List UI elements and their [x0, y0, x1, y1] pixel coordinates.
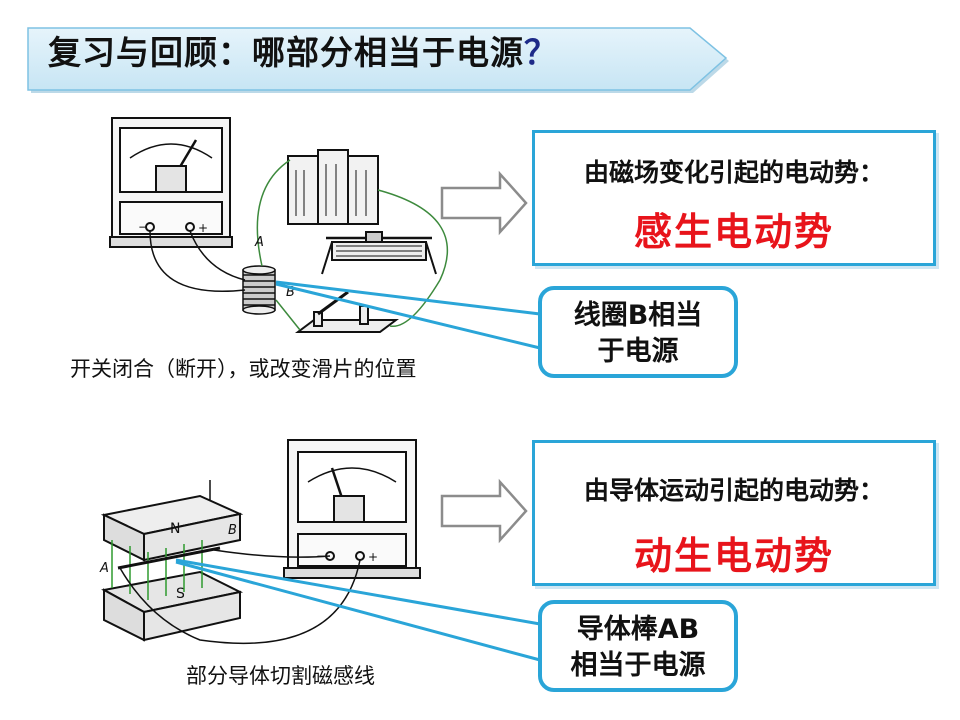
coil-b-callout-line2: 于电源 — [542, 334, 734, 370]
top-meter-minus: − — [138, 220, 148, 234]
top-coil — [243, 266, 275, 314]
coil-b-callout: 线圈B相当 于电源 — [538, 286, 738, 378]
coil-b-callout-line1: 线圈B相当 — [542, 298, 734, 334]
bottom-meter-plus: + — [368, 550, 378, 564]
top-caption: 开关闭合（断开），或改变滑片的位置 — [70, 353, 417, 383]
bottom-arrow-icon — [442, 482, 526, 540]
rod-ab-callout-line1: 导体棒AB — [542, 612, 734, 648]
motional-emf-description: 由导体运动引起的电动势： — [535, 471, 933, 507]
induced-emf-term: 感生电动势 — [535, 201, 933, 256]
bottom-label-b: B — [228, 523, 237, 538]
motional-emf-box: 由导体运动引起的电动势： 动生电动势 — [532, 440, 936, 586]
top-label-a: A — [254, 235, 264, 250]
rod-ab-callout-line2: 相当于电源 — [542, 648, 734, 684]
top-meter-plus: + — [198, 221, 208, 235]
induced-emf-description: 由磁场变化引起的电动势： — [535, 153, 933, 189]
top-arrow-icon — [442, 174, 526, 232]
bottom-caption: 部分导体切割磁感线 — [186, 660, 375, 690]
top-rheostat — [322, 232, 436, 274]
motional-emf-term: 动生电动势 — [535, 525, 933, 580]
top-switch — [298, 292, 396, 332]
induced-emf-box: 由磁场变化引起的电动势： 感生电动势 — [532, 130, 936, 266]
top-battery — [288, 150, 378, 224]
rod-ab-callout: 导体棒AB 相当于电源 — [538, 600, 738, 692]
bottom-label-a: A — [99, 561, 109, 576]
top-galvanometer — [110, 118, 232, 247]
bottom-label-n: N — [170, 521, 180, 537]
